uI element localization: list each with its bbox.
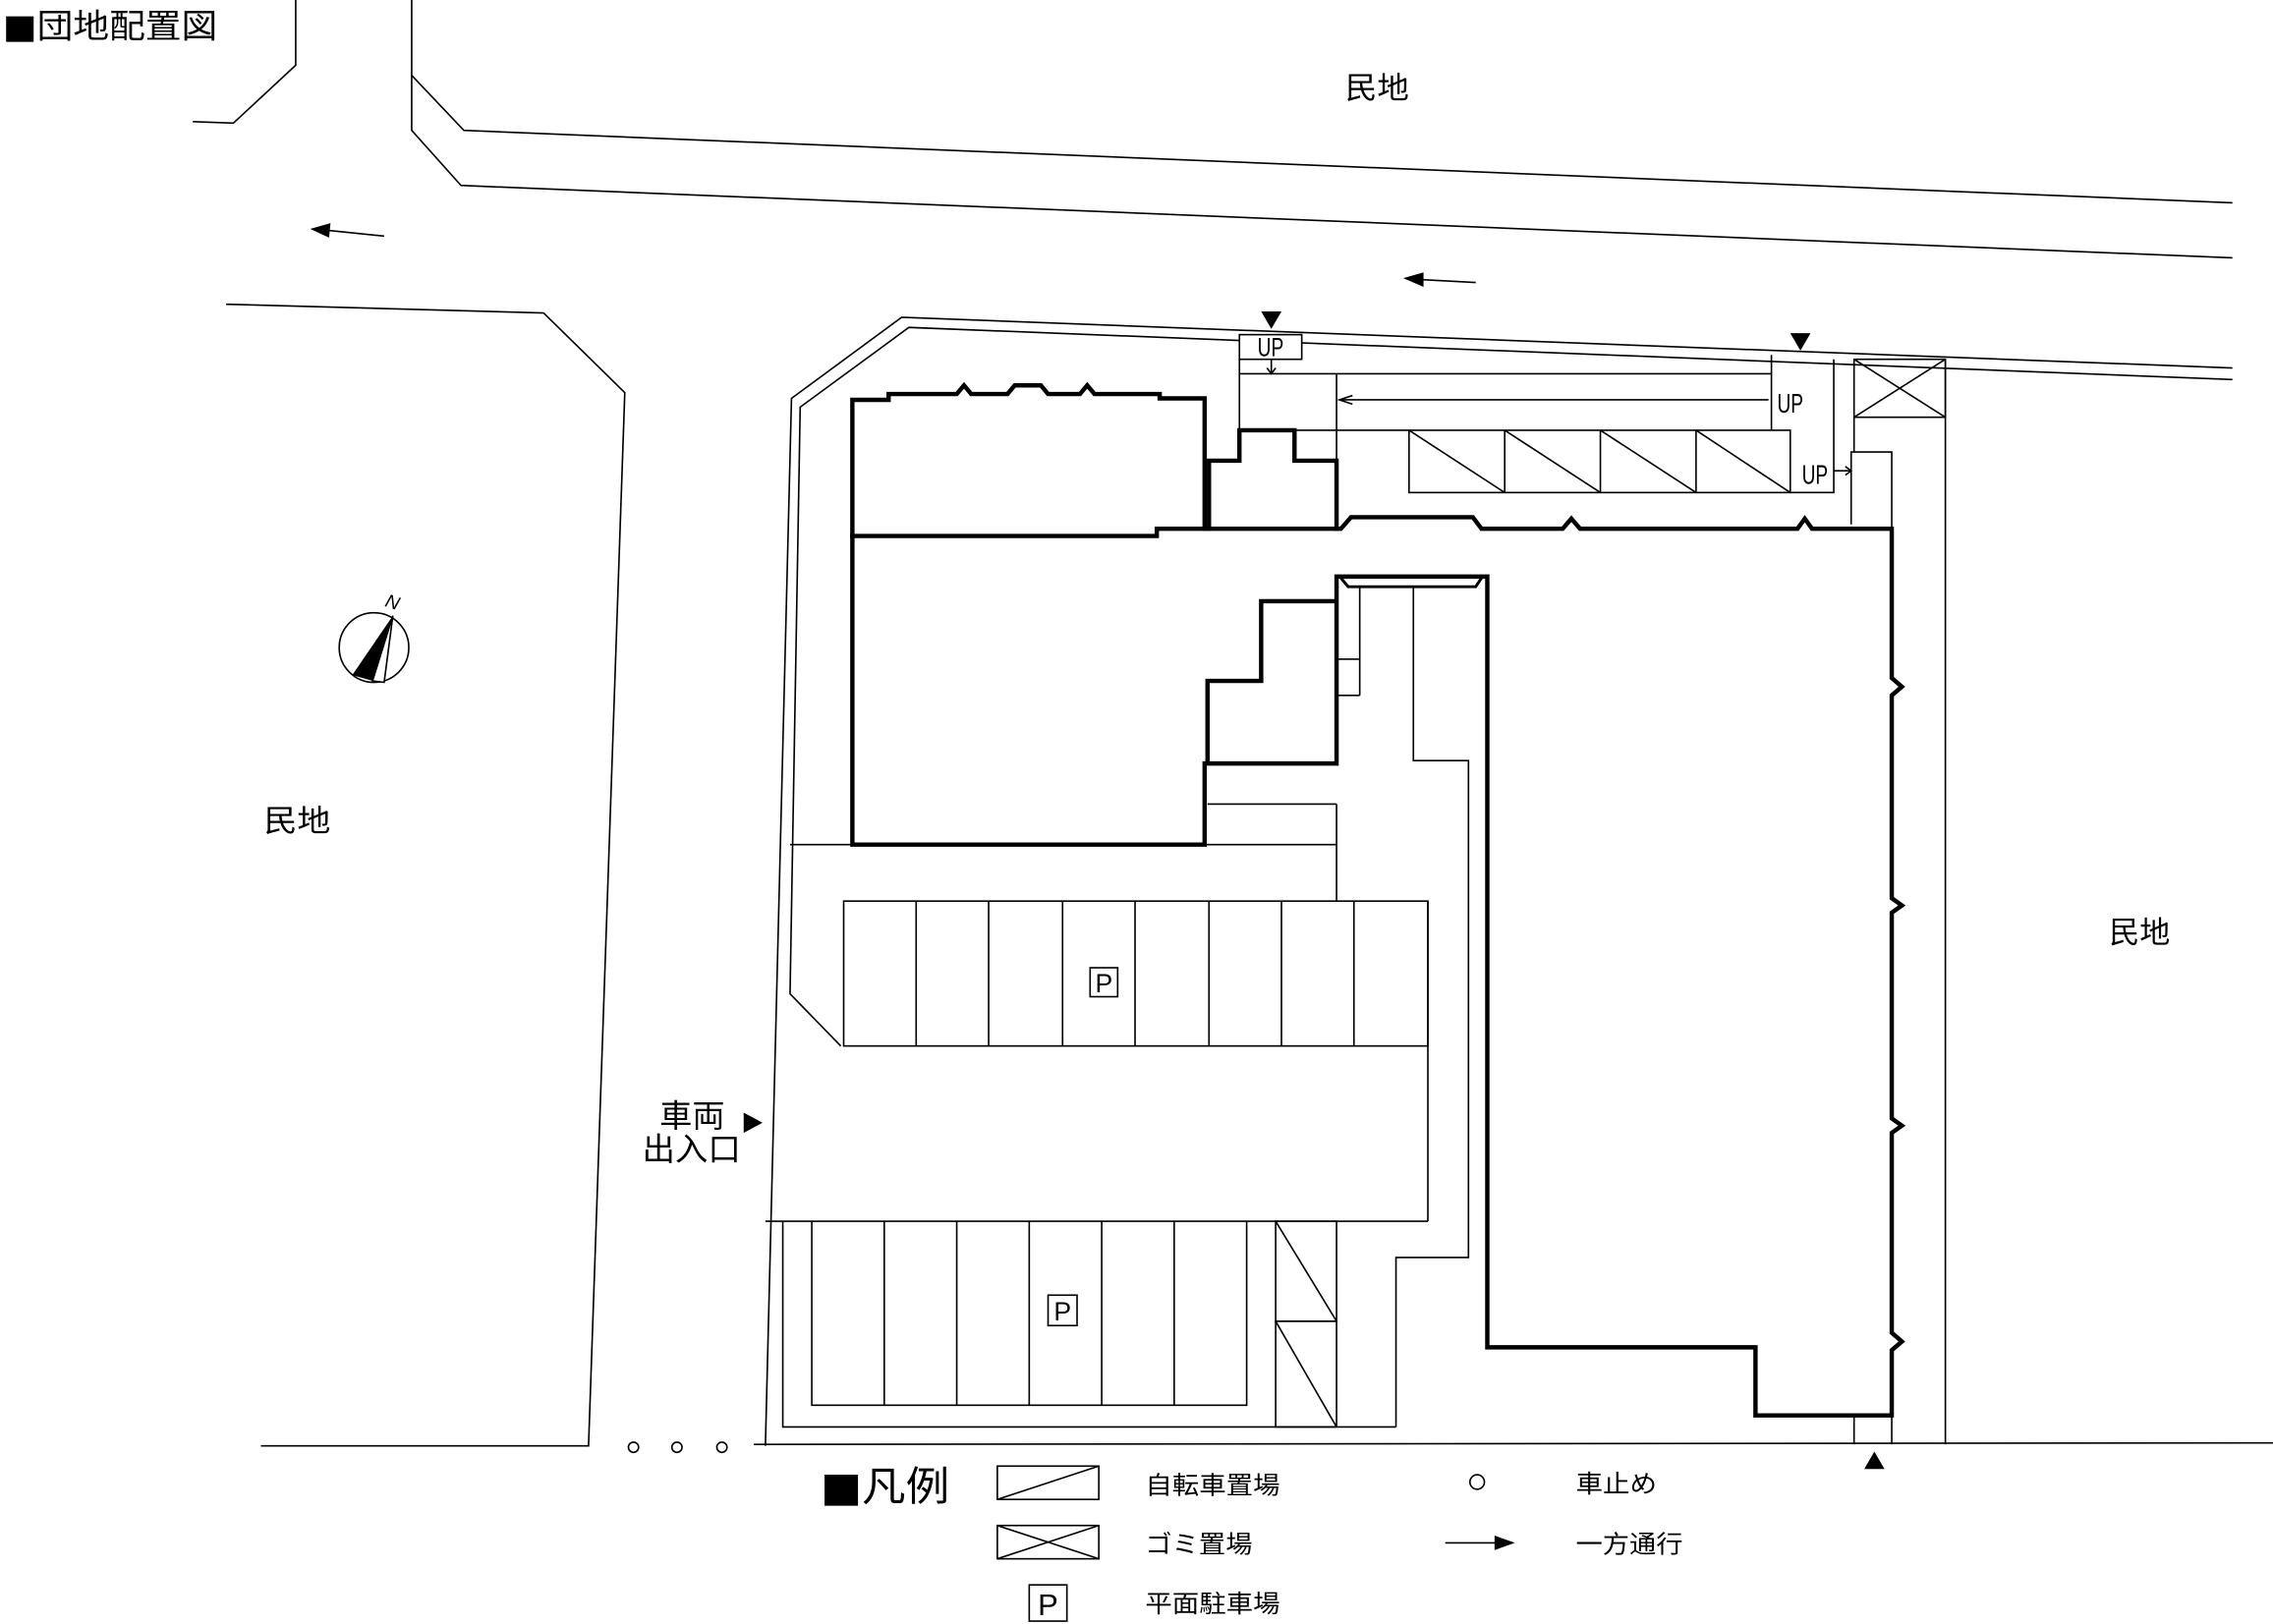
legend: ■凡例 自転車置場 ゴミ置場 P 平面駐車場 車止め [821,1464,1683,1622]
parking-row-south: P [811,1221,1248,1407]
one-way-arrow-head [1402,272,1424,287]
site-boundary-inner [789,326,2233,1047]
north-road-east-edge [411,0,2233,259]
bicycle-parking-hatch [1695,429,1791,494]
legend-arrow-head [1494,1536,1515,1550]
legend-item-wheel-stop: 車止め [1468,1470,1657,1498]
one-way-arrow-head [310,223,331,238]
parking-label: P [1095,969,1112,998]
parking-label-box [1089,967,1119,998]
bicycle-parking-hatch [1600,429,1697,494]
one-way-arrow-icon [1402,272,1476,287]
building-entry-canopy [1339,577,1483,588]
building-north-west-wing [850,381,1208,538]
bicycle-parking-south [1275,1220,1337,1428]
garbage-area-outline [1852,358,1947,419]
stair-box-north-west [1238,333,1303,361]
legend-label: 平面駐車場 [1145,1590,1279,1618]
compass-north-label: N [382,591,402,615]
ramp-up-label: UP [1778,388,1804,419]
stair-up-label: UP [1258,333,1284,363]
garbage-area-cross [1853,359,1947,419]
neighbor-label-north: 民地 [1345,71,1409,106]
vehicle-entrance-label-line2: 出入口 [642,1131,740,1168]
compass-ring [338,611,410,684]
compass-needle-light [371,615,394,684]
site-boundary-outer [765,316,2233,1446]
roads-and-boundaries [193,0,2273,1447]
legend-symbol-text: P [1038,1588,1058,1622]
walkway-edge [1394,587,1470,1428]
one-way-arrow-icon [310,223,384,238]
legend-symbol-frame [1028,1584,1068,1622]
bicycle-parking-icon [996,1465,1100,1500]
ramp-direction-arrow-head [1336,394,1353,406]
legend-label: 車止め [1575,1470,1657,1498]
south-road-edge [754,1441,2273,1445]
legend-item-parking: P 平面駐車場 [1028,1584,1280,1622]
compass-needle-dark [352,615,393,682]
stair-up-label: UP [1802,460,1829,490]
south-yard-edge [781,1221,1396,1428]
neighbor-label-west: 民地 [263,804,330,839]
legend-label: 一方通行 [1575,1531,1682,1559]
plan-title: ■団地配置図 [3,7,217,45]
legend-label: 自転車置場 [1145,1471,1279,1499]
entrance-marker-icon [1261,311,1282,329]
one-way-arrow-shaft [1420,278,1476,284]
parking-row-north: P [842,900,1429,1047]
entrance-marker-icon [1864,1451,1885,1470]
wheel-stop-icon [715,1441,728,1454]
parking-icon: P [1028,1584,1068,1622]
bicycle-parking-hatch [1275,1220,1337,1322]
bicycle-parking-hatch [1504,429,1601,494]
vehicle-entrance-label-line1: 車両 [659,1097,724,1135]
neighbor-label-east: 民地 [2109,916,2170,951]
bicycle-parking-cell [1275,1320,1337,1428]
legend-item-bicycle-parking: 自転車置場 [996,1465,1280,1500]
legend-symbol-frame [996,1465,1100,1500]
north-access: UP UP UP [1238,333,1947,530]
bicycle-parking-north [1408,429,1791,494]
bicycle-parking-hatch [1408,429,1506,494]
vehicle-entrance-arrow-icon [743,1112,763,1134]
one-way-arrow-shaft [327,229,384,238]
north-road-west-edge [193,0,297,125]
legend-symbol-hatch [996,1465,1100,1500]
legend-item-garbage-area: ゴミ置場 [996,1524,1253,1560]
parking-label: P [1053,1297,1071,1326]
wheel-stop-icon [627,1441,640,1454]
legend-symbol-frame [996,1524,1100,1560]
legend-label: ゴミ置場 [1145,1531,1252,1559]
building-core [1207,427,1339,532]
service-box [1849,451,1893,530]
garbage-area [1852,358,1947,419]
wheel-stop-icon [1468,1474,1486,1490]
garbage-area-icon [996,1524,1100,1560]
building-main-outline [850,515,1906,1418]
wheel-stop-icon [670,1441,683,1454]
legend-heading: ■凡例 [821,1464,949,1511]
west-neighbor-boundary [226,303,626,1447]
stair-north-east-outline [1790,359,1835,494]
wheel-stops [627,1441,728,1454]
entrance-marker-icon [1790,333,1811,351]
building-south-west-wing [850,533,1208,847]
north-arrow-icon: N [338,591,410,684]
bicycle-parking-hatch [1275,1320,1337,1428]
legend-item-one-way: 一方通行 [1445,1531,1683,1559]
parking-label-box [1047,1294,1078,1327]
building-outlines [850,381,1906,1418]
sidewalk-north-edge [411,75,2233,204]
one-way-arrow-icon [1445,1536,1515,1550]
legend-symbol-cross [996,1524,1100,1560]
